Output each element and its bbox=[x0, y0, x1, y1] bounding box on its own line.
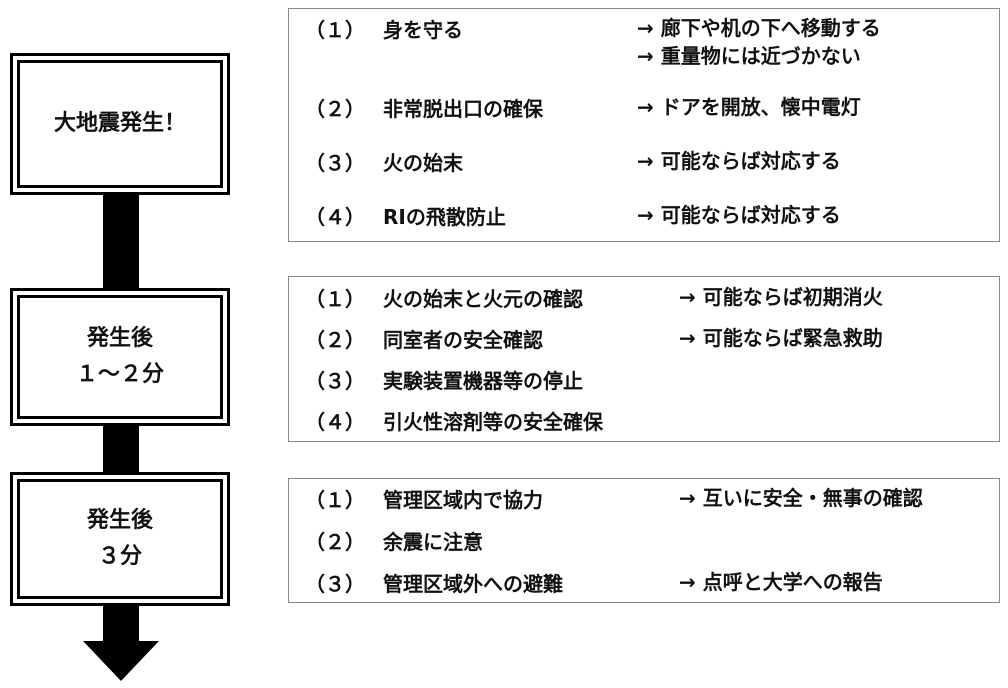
step-note: → 可能ならば緊急救助 bbox=[679, 324, 883, 352]
step-note-line: → 可能ならば対応する bbox=[637, 203, 841, 227]
step-note: → 点呼と大学への報告 bbox=[679, 568, 883, 596]
step-action: 同室者の安全確認 bbox=[383, 328, 543, 352]
stage-label: 大地震発生！ bbox=[13, 106, 227, 142]
step-number: （３） bbox=[305, 369, 365, 393]
step-action: 火の始末 bbox=[383, 151, 463, 175]
step-action: 火の始末と火元の確認 bbox=[383, 287, 583, 311]
step-number: （３） bbox=[305, 151, 365, 175]
step-number: （４） bbox=[305, 410, 365, 434]
step-note-line: → 可能ならば初期消火 bbox=[679, 285, 883, 309]
step-note-line: → 点呼と大学への報告 bbox=[679, 570, 883, 594]
step-action: 管理区域内で協力 bbox=[383, 488, 543, 512]
flow-connector bbox=[103, 426, 139, 472]
step-note: → 可能ならば対応する bbox=[637, 201, 841, 229]
step-note-line: → 可能ならば緊急救助 bbox=[679, 326, 883, 350]
stage-label-line: 大地震発生！ bbox=[53, 111, 186, 136]
steps-panel-earthquake: （１） 身を守る → 廊下や机の下へ移動する → 重量物には近づかない （２） … bbox=[288, 8, 1000, 242]
stage-label-line: 発生後 bbox=[86, 326, 153, 351]
step-number: （３） bbox=[305, 572, 365, 596]
step-action: 余震に注意 bbox=[383, 530, 483, 554]
step-note: → 互いに安全・無事の確認 bbox=[679, 484, 923, 512]
down-arrow-icon bbox=[83, 641, 159, 681]
stage-box-1-2-min: 発生後 １～２分 bbox=[10, 288, 230, 426]
step-action: 身を守る bbox=[383, 18, 463, 42]
step-number: （１） bbox=[305, 488, 365, 512]
flow-connector bbox=[103, 195, 139, 288]
step-action: 非常脱出口の確保 bbox=[383, 97, 543, 121]
step-number: （２） bbox=[305, 328, 365, 352]
steps-panel-1-2-min: （１） 火の始末と火元の確認 → 可能ならば初期消火 （２） 同室者の安全確認 … bbox=[288, 276, 1000, 442]
stage-label: 発生後 １～２分 bbox=[13, 321, 227, 393]
step-action: RIの飛散防止 bbox=[383, 205, 506, 229]
step-note: → 可能ならば初期消火 bbox=[679, 283, 883, 311]
step-note: → ドアを開放、懐中電灯 bbox=[637, 93, 861, 121]
stage-box-earthquake: 大地震発生！ bbox=[10, 53, 230, 195]
step-number: （４） bbox=[305, 205, 365, 229]
step-number: （１） bbox=[305, 287, 365, 311]
stage-label-line: ３分 bbox=[97, 544, 142, 569]
step-number: （１） bbox=[305, 18, 365, 42]
step-action: 引火性溶剤等の安全確保 bbox=[383, 410, 603, 434]
step-note: → 可能ならば対応する bbox=[637, 147, 841, 175]
step-note: → 廊下や机の下へ移動する → 重量物には近づかない bbox=[637, 14, 881, 70]
step-action: 実験装置機器等の停止 bbox=[383, 369, 583, 393]
stage-label: 発生後 ３分 bbox=[13, 503, 227, 575]
step-note-line: → 重量物には近づかない bbox=[637, 44, 861, 68]
stage-box-3-min: 発生後 ３分 bbox=[10, 472, 230, 606]
down-arrow-shaft bbox=[103, 606, 139, 642]
step-note-line: → 廊下や机の下へ移動する bbox=[637, 16, 881, 40]
step-number: （２） bbox=[305, 530, 365, 554]
step-action: 管理区域外への避難 bbox=[383, 572, 563, 596]
step-note-line: → ドアを開放、懐中電灯 bbox=[637, 95, 861, 119]
steps-panel-3-min: （１） 管理区域内で協力 → 互いに安全・無事の確認 （２） 余震に注意 （３）… bbox=[288, 478, 1000, 603]
stage-label-line: １～２分 bbox=[75, 362, 164, 387]
step-note-line: → 可能ならば対応する bbox=[637, 149, 841, 173]
stage-label-line: 発生後 bbox=[86, 508, 153, 533]
step-number: （２） bbox=[305, 97, 365, 121]
step-note-line: → 互いに安全・無事の確認 bbox=[679, 486, 923, 510]
